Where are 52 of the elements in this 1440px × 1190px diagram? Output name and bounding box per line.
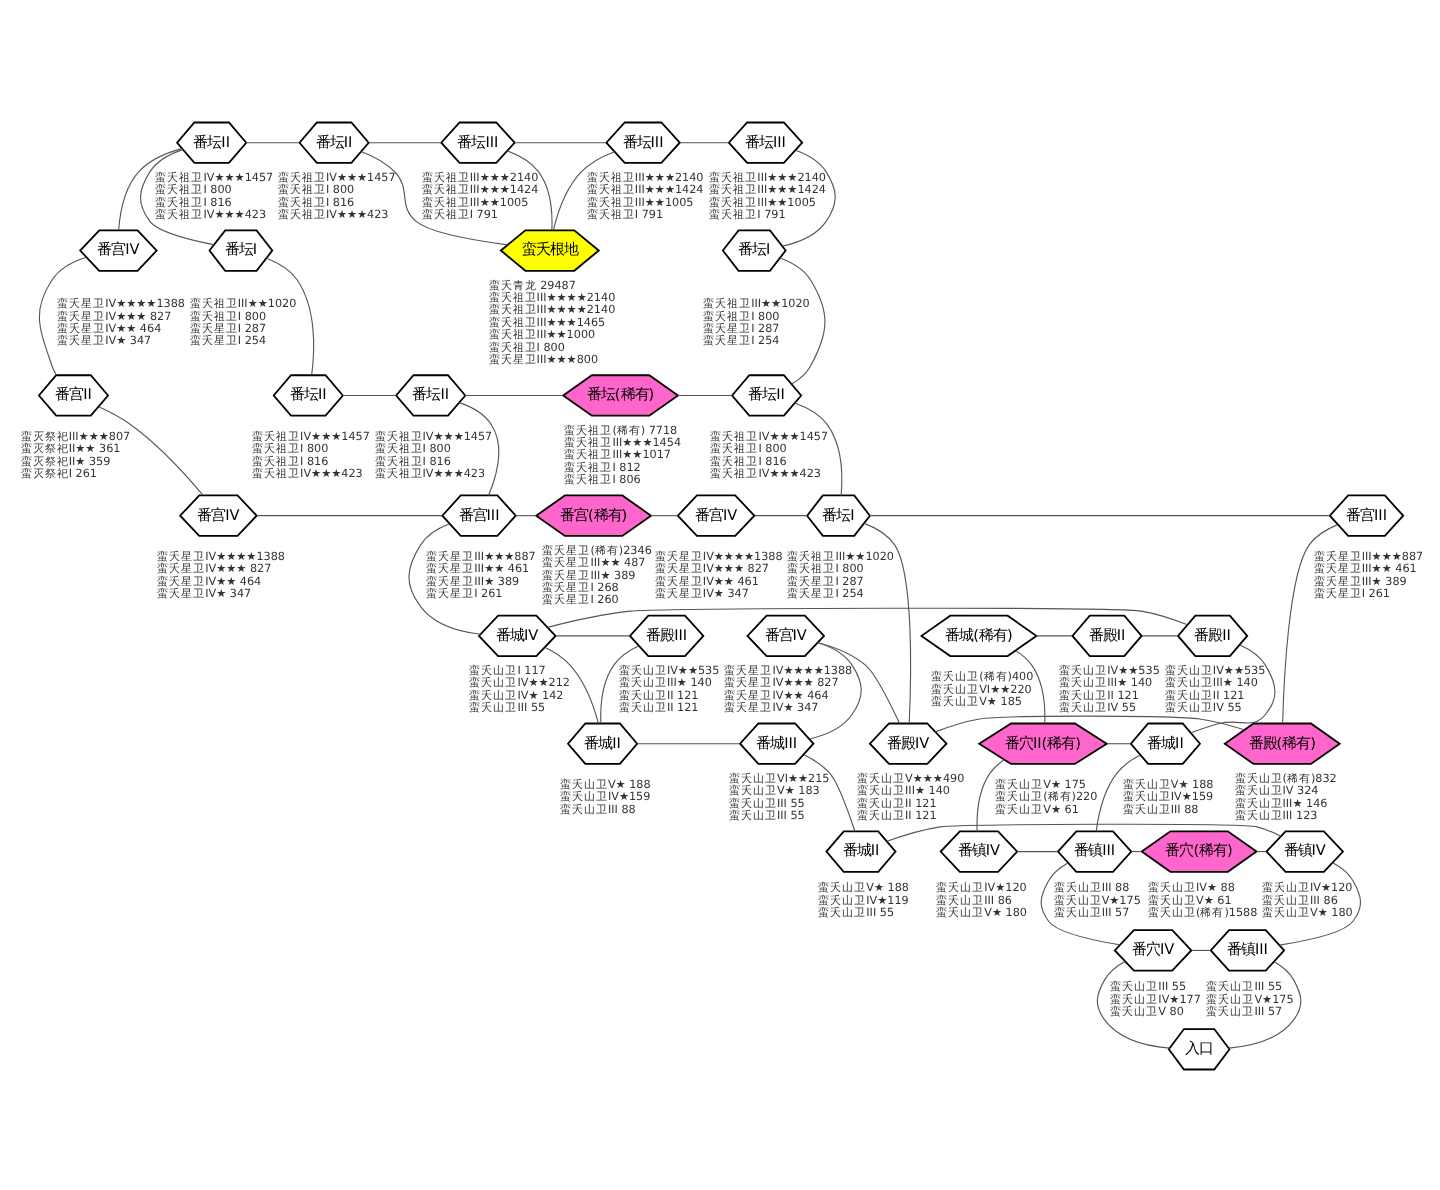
connector (555, 634, 631, 636)
connector (636, 742, 741, 744)
connector (600, 644, 640, 723)
connector (458, 401, 500, 495)
connector (118, 147, 183, 230)
connector (1035, 634, 1073, 636)
connector (869, 514, 1331, 516)
connector (1095, 753, 1141, 831)
connector (976, 758, 1005, 831)
connector (934, 714, 1245, 732)
connector (886, 822, 1282, 841)
connector (808, 641, 862, 739)
connector (1279, 861, 1362, 945)
connector (1130, 850, 1142, 852)
connector (514, 141, 607, 143)
connector (803, 753, 856, 831)
connector (1015, 649, 1046, 723)
connector (1141, 634, 1179, 636)
connector (650, 514, 678, 516)
connector (1256, 850, 1267, 852)
connector (552, 150, 615, 230)
connector (265, 256, 315, 375)
connector (782, 148, 836, 246)
connector (515, 514, 537, 516)
connector (98, 405, 204, 495)
connector (794, 401, 843, 495)
connector (779, 256, 826, 384)
connector (360, 150, 509, 245)
connector (342, 393, 397, 396)
connector (38, 255, 87, 375)
connector (368, 141, 442, 143)
connector (139, 148, 215, 245)
connector (1228, 960, 1302, 1048)
connector (256, 514, 443, 516)
connector (408, 522, 481, 634)
connector (1040, 861, 1121, 945)
connector (544, 645, 599, 723)
connector (1190, 948, 1212, 950)
connector (506, 149, 553, 230)
connector (464, 393, 564, 396)
connector (817, 641, 901, 723)
connector (1096, 960, 1171, 1048)
connector (1106, 742, 1132, 744)
connector (754, 514, 808, 516)
connector (1016, 850, 1059, 852)
connector (863, 521, 912, 723)
connector (245, 141, 300, 143)
connector (679, 141, 730, 143)
connector (677, 393, 733, 396)
connector (547, 606, 1188, 627)
connector (1282, 523, 1339, 723)
connector (1190, 643, 1276, 733)
